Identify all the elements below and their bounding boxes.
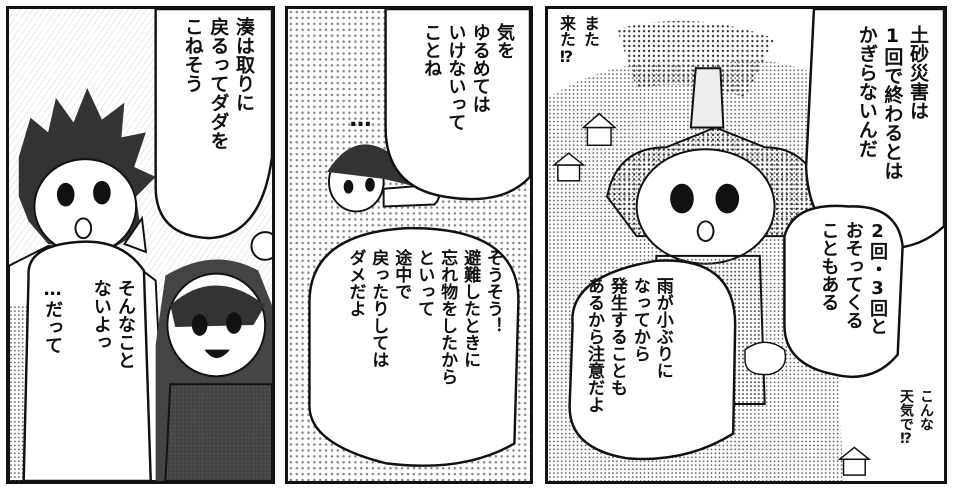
house-icon (842, 458, 866, 476)
panel-1-art (9, 9, 272, 481)
panel-3-again-sfx: また 来た⁉ (557, 15, 600, 66)
panel-1-bottom-bubble-text: そんなこと ないよっ …だって (42, 279, 136, 369)
falling-debris (616, 20, 775, 98)
panel-1: 湊は取りに 戻るってダダを こねそう そんなこと ないよっ …だって (6, 6, 275, 484)
panel-3-top-bubble-text: 土砂災害は 1回で終わるとは かぎらないんだ (855, 25, 929, 180)
panel-3-bottom-bubble-text: 雨が小ぶりに なってから 発生することも あるから注意だよ (583, 277, 673, 413)
speech-bubble-bottom (308, 226, 520, 467)
panel-2-bottom-bubble-text: そうそう！ 避難したときに 忘れ物をしたから といって 途中で 戻ったりしては … (345, 249, 503, 385)
panel-2-art (288, 9, 530, 481)
panel-2-dots-sfx: … (348, 107, 373, 132)
panel-1-top-bubble-text: 湊は取りに 戻るってダダを こねそう (181, 17, 255, 150)
speech-bubble-top (384, 9, 530, 201)
speech-bubble-bottom (568, 259, 737, 461)
panel-3-weather-sfx: こんな 天気で⁉ (898, 389, 934, 447)
panel-3: また 来た⁉ 土砂災害は 1回で終わるとは かぎらないんだ 2回・3回と おそっ… (545, 6, 947, 484)
speech-bubble-top (154, 9, 272, 240)
panel-3-art (548, 9, 944, 481)
speech-bubble-mid (783, 204, 904, 379)
panel-2: 気を ゆるめては いけないって ことね … そうそう！ 避難したときに 忘れ物を… (285, 6, 533, 484)
panel-2-top-bubble-text: 気を ゆるめては いけないって ことね (421, 23, 515, 131)
house-icon (586, 126, 612, 147)
girl-character (155, 231, 272, 481)
speech-bubble-bottom (22, 240, 152, 481)
swirl-icon (744, 341, 787, 376)
panel-3-mid-bubble-text: 2回・3回と おそってくる こともある (818, 221, 888, 335)
house-icon (557, 164, 581, 182)
